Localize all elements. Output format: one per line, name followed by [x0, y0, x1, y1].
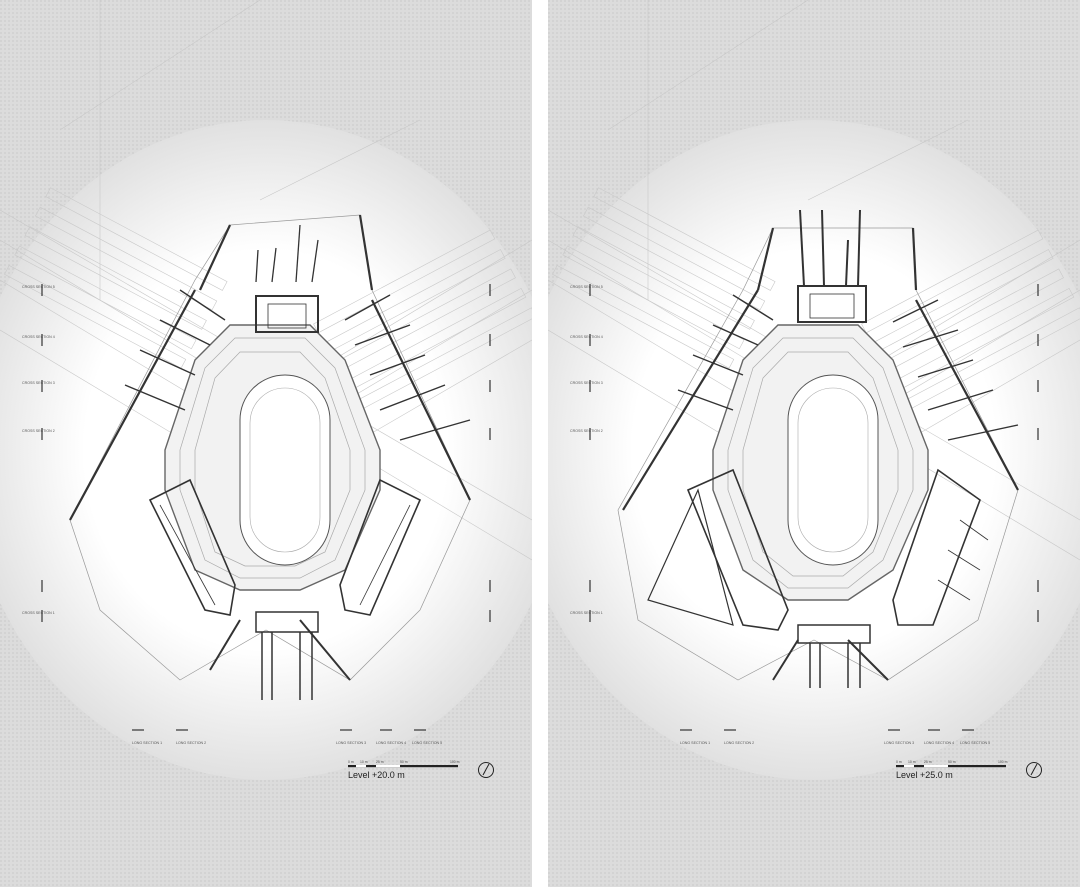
long-section-label: LONG SECTION 4 [924, 741, 954, 745]
long-section-label: LONG SECTION 2 [176, 741, 206, 745]
svg-text:10 m: 10 m [360, 760, 368, 764]
long-section-label: LONG SECTION 5 [412, 741, 442, 745]
pitch-track-outer [787, 374, 879, 566]
long-section-label: LONG SECTION 1 [132, 741, 162, 745]
north-stand [255, 224, 319, 333]
north-arrow-icon [478, 762, 494, 778]
cross-section-label: CROSS SECTION 1 [22, 611, 55, 615]
long-section-label: LONG SECTION 4 [376, 741, 406, 745]
cross-section-label: CROSS SECTION 4 [570, 335, 603, 339]
svg-text:10 m: 10 m [908, 760, 916, 764]
cross-section-label: CROSS SECTION 3 [570, 381, 603, 385]
cross-section-label: CROSS SECTION 1 [570, 611, 603, 615]
wing-west [647, 468, 789, 631]
long-section-label: LONG SECTION 5 [960, 741, 990, 745]
level-label: Level +25.0 m [896, 770, 953, 780]
long-section-label: LONG SECTION 3 [336, 741, 366, 745]
svg-text:0 m: 0 m [348, 760, 354, 764]
long-section-label: LONG SECTION 3 [884, 741, 914, 745]
cross-section-label: CROSS SECTION 4 [22, 335, 55, 339]
arms-west [124, 289, 226, 411]
level-label: Level +20.0 m [348, 770, 405, 780]
building-outline [617, 227, 1019, 681]
arms-west [677, 294, 774, 411]
long-section-label: LONG SECTION 2 [724, 741, 754, 745]
svg-text:25 m: 25 m [376, 760, 384, 764]
pitch-field [249, 387, 321, 553]
wing-west [148, 478, 236, 616]
floor-plan-level-25: CROSS SECTION 5 CROSS SECTION 4 CROSS SE… [548, 0, 1080, 887]
south-entrance [255, 611, 319, 700]
cross-section-label: CROSS SECTION 2 [22, 429, 55, 433]
cross-section-markers-left [41, 284, 491, 622]
wing-east [892, 468, 989, 626]
north-stand [797, 209, 867, 323]
svg-text:50 m: 50 m [948, 760, 956, 764]
cross-section-label: CROSS SECTION 5 [22, 285, 55, 289]
pitch-track-outer [239, 374, 331, 566]
cross-section-label: CROSS SECTION 3 [22, 381, 55, 385]
svg-text:25 m: 25 m [924, 760, 932, 764]
south-entrance [797, 624, 871, 688]
scale-bar: 0 m 10 m 25 m 50 m 100 m [348, 760, 460, 768]
svg-text:0 m: 0 m [896, 760, 902, 764]
arms-east [892, 299, 1019, 441]
svg-text:50 m: 50 m [400, 760, 408, 764]
floor-plan-level-20: CROSS SECTION 5 CROSS SECTION 4 CROSS SE… [0, 0, 532, 887]
plan-sheet-right: CROSS SECTION 5 CROSS SECTION 4 CROSS SE… [548, 0, 1080, 887]
cross-section-label: CROSS SECTION 5 [570, 285, 603, 289]
scale-bar: 0 m 10 m 25 m 50 m 100 m [896, 760, 1008, 768]
building-outline [69, 214, 471, 681]
svg-text:100 m: 100 m [450, 760, 460, 764]
cross-section-label: CROSS SECTION 2 [570, 429, 603, 433]
arms-east [344, 294, 471, 441]
cross-section-markers-right [589, 284, 1039, 622]
plan-sheet-left: CROSS SECTION 5 CROSS SECTION 4 CROSS SE… [0, 0, 532, 887]
long-section-label: LONG SECTION 1 [680, 741, 710, 745]
pitch-field [797, 387, 869, 553]
svg-text:100 m: 100 m [998, 760, 1008, 764]
wing-east [339, 478, 422, 616]
north-arrow-icon [1026, 762, 1042, 778]
